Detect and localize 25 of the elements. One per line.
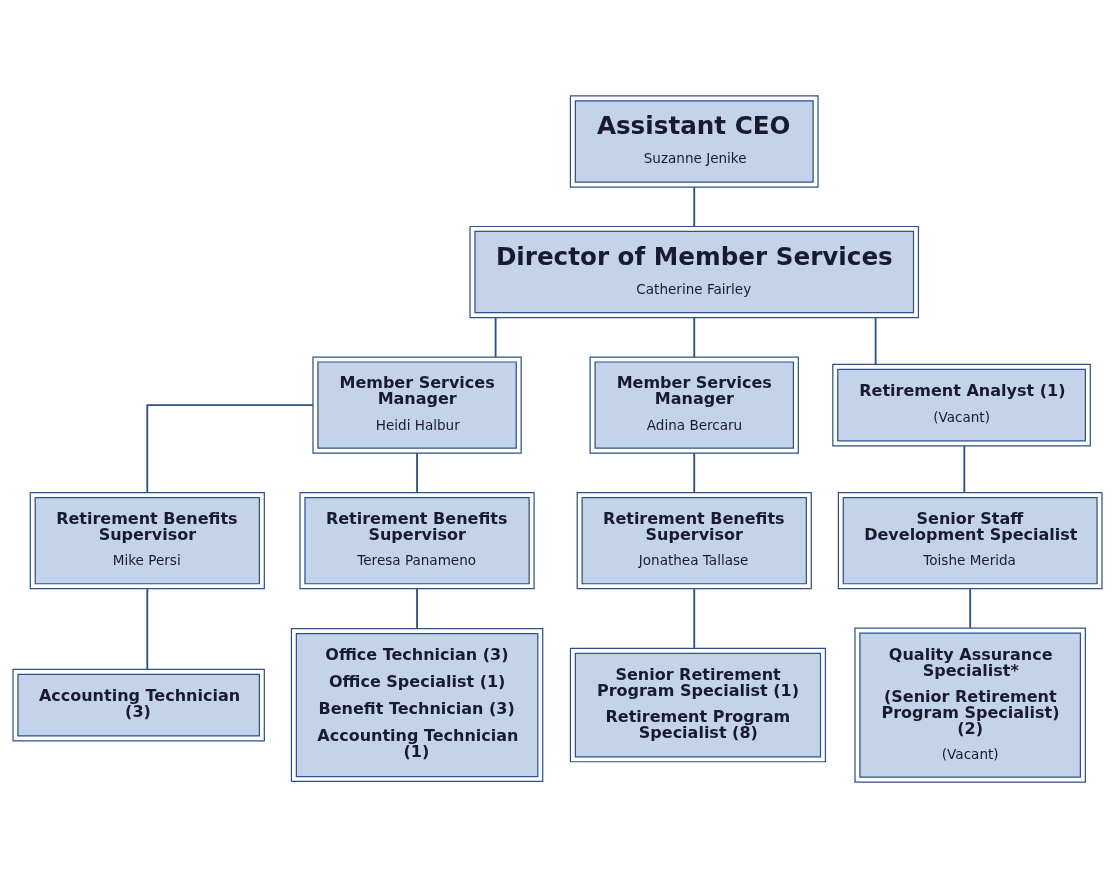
node-box: Retirement Analyst (1) (Vacant) <box>832 363 1091 446</box>
node-box: Office Technician (3) Office Specialist (1) Benefit Technician (3) Accounting Technician (1) <box>290 627 544 782</box>
node-box: Assistant CEO Suzanne Jenike <box>569 94 819 188</box>
connector <box>146 587 149 670</box>
node-box: Member Services Manager Heidi Halbur <box>312 355 522 454</box>
node-box: Accounting Technician (3) <box>12 668 265 741</box>
connector <box>416 451 418 493</box>
connector <box>693 185 696 227</box>
node-box: Senior Staff Development Specialist Toishe Merida <box>837 491 1103 589</box>
connector <box>969 587 972 629</box>
node-box: Director of Member Services Catherine Fairley <box>469 225 920 318</box>
connector <box>693 451 696 493</box>
connector <box>693 316 696 358</box>
connector <box>494 316 497 358</box>
connector <box>963 444 966 493</box>
node-box: Quality Assurance Specialist* (Senior Retirement Program Specialist) (2) (Vacant) <box>854 626 1086 783</box>
connector <box>146 403 314 493</box>
connector <box>874 316 877 365</box>
node-box: Retirement Benefits Supervisor Teresa Panameno <box>299 491 535 589</box>
node-box: Retirement Benefits Supervisor Jonathea Tallase <box>576 491 812 589</box>
connector <box>693 587 696 649</box>
node-box: Senior Retirement Program Specialist (1) Retirement Program Specialist (8) <box>569 647 827 762</box>
node-box: Retirement Benefits Supervisor Mike Persi <box>29 491 265 589</box>
connector <box>416 587 418 630</box>
node-box: Member Services Manager Adina Bercaru <box>589 355 799 454</box>
